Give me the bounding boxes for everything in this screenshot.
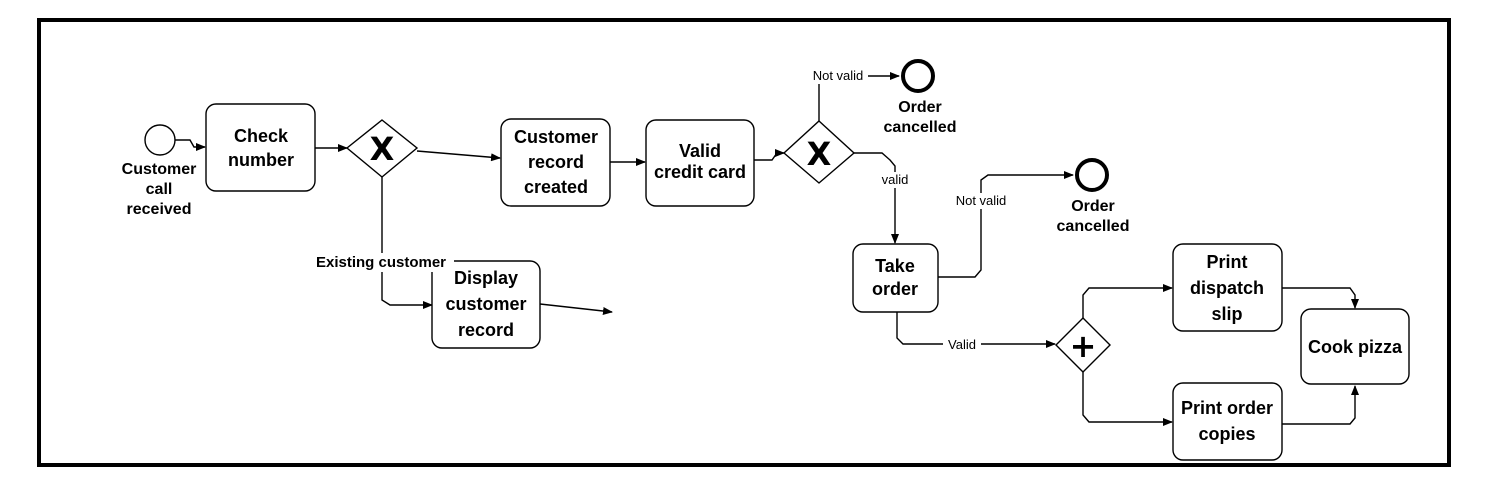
flow-gateway1-to-display-record <box>381 177 433 309</box>
flow-gateway3-to-dispatch <box>1082 284 1173 318</box>
start-event-label-1: Customer <box>122 161 197 178</box>
task-take-order <box>852 243 939 313</box>
flow-label-existing-customer: Existing customer <box>316 254 446 271</box>
task-check-number <box>205 103 316 192</box>
flow-gateway3-to-copies <box>1082 372 1173 426</box>
task-check-number-label-2: number <box>228 150 294 170</box>
end-event-2-label-1: Order <box>1071 198 1115 215</box>
task-copies-label-2: copies <box>1198 424 1255 444</box>
task-display-customer-record <box>431 260 541 349</box>
flow-take-order-not-valid <box>938 171 1074 278</box>
task-display-record-label-2: customer <box>445 294 526 314</box>
start-event <box>144 124 176 156</box>
task-customer-record-label-1: Customer <box>514 127 598 147</box>
task-check-number-label-1: Check <box>234 126 289 146</box>
task-customer-record-created <box>500 118 611 207</box>
task-dispatch-label-2: dispatch <box>1190 278 1264 298</box>
end-event-1-label-1: Order <box>898 99 942 116</box>
task-print-order-copies <box>1172 382 1283 461</box>
start-event-label-2: call <box>146 181 173 198</box>
gateway-exclusive-2 <box>782 120 856 184</box>
gateway-2-mark: X <box>807 135 832 173</box>
flow-label-valid-2: Valid <box>948 337 976 352</box>
end-event-2-label-2: cancelled <box>1057 218 1130 235</box>
task-dispatch-label-1: Print <box>1206 252 1247 272</box>
flow-label-not-valid-2: Not valid <box>956 193 1007 208</box>
flow-display-record-out <box>539 303 613 315</box>
task-print-dispatch-slip <box>1172 243 1283 332</box>
flow-dispatch-to-cook <box>1282 287 1359 309</box>
end-event-2 <box>1075 158 1109 192</box>
flow-valid-card-to-gateway2 <box>754 149 785 161</box>
flow-gateway1-to-customer-record <box>416 150 501 162</box>
gateway-exclusive-1 <box>345 119 419 178</box>
flow-copies-to-cook <box>1282 385 1359 425</box>
task-take-order-label-2: order <box>872 279 918 299</box>
flow-gateway2-valid <box>854 152 899 244</box>
end-event-1-label-2: cancelled <box>884 119 957 136</box>
task-valid-card-label-2: credit card <box>654 162 746 182</box>
gateway-1-mark: X <box>370 130 395 168</box>
task-cook-pizza-label: Cook pizza <box>1308 337 1403 357</box>
task-cook-pizza <box>1300 308 1410 385</box>
task-display-record-label-3: record <box>458 320 514 340</box>
flow-label-valid-1: valid <box>882 172 909 187</box>
gateway-3-mark: + <box>1070 327 1097 365</box>
task-customer-record-label-2: record <box>528 152 584 172</box>
gateway-parallel <box>1055 317 1111 373</box>
task-display-record-label-1: Display <box>454 268 518 288</box>
end-event-1 <box>901 59 935 93</box>
flow-start-to-check <box>175 139 206 151</box>
start-event-label-3: received <box>127 201 192 218</box>
flow-label-not-valid-1: Not valid <box>813 68 864 83</box>
task-take-order-label-1: Take <box>875 256 915 276</box>
task-customer-record-label-3: created <box>524 177 588 197</box>
task-dispatch-label-3: slip <box>1211 304 1242 324</box>
task-valid-credit-card <box>645 119 755 207</box>
task-valid-card-label-1: Valid <box>679 141 721 161</box>
task-copies-label-1: Print order <box>1181 398 1273 418</box>
